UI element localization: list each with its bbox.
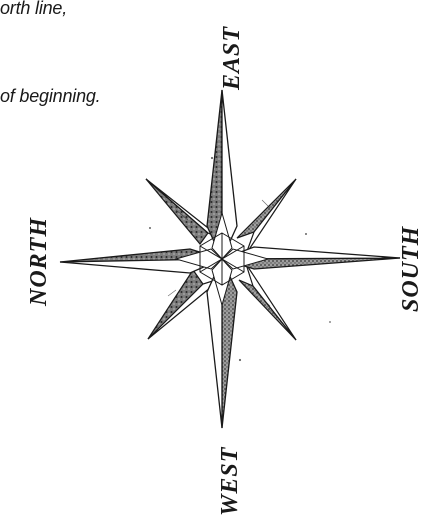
east-label: EAST bbox=[219, 26, 245, 91]
south-label: SOUTH bbox=[398, 225, 424, 312]
north-label: NORTH bbox=[26, 217, 52, 307]
west-label: WEST bbox=[217, 446, 243, 516]
